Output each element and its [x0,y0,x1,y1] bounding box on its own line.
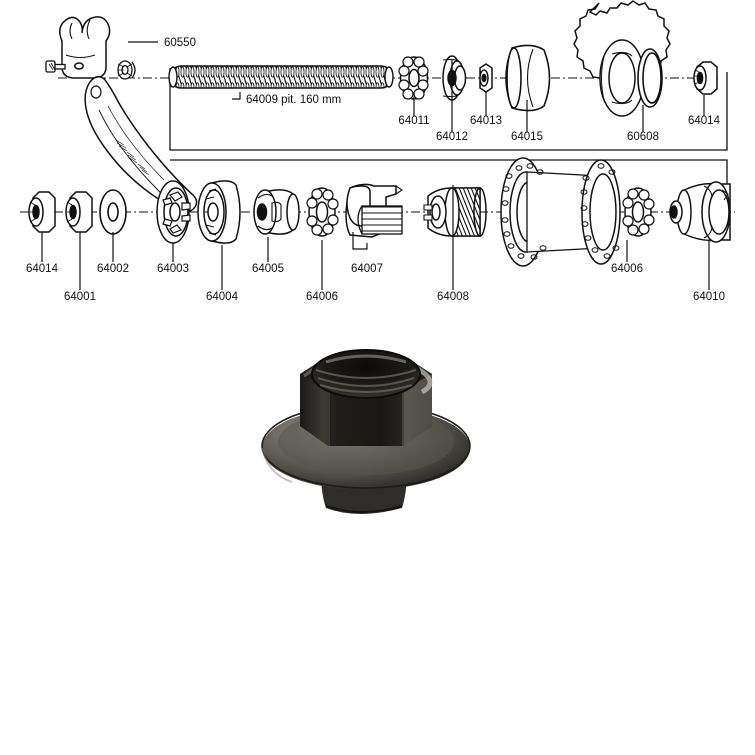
part-64008-ratchet-carrier [423,187,487,237]
part-64011-ball-retainer [398,56,429,100]
part-64001-hex-nut [65,191,93,233]
part-label-64015: 64015 [511,131,543,143]
part-64009-threaded-axle [168,65,394,89]
part-lever-adjuster-nut [117,60,136,80]
part-lever-bolt [45,60,66,73]
part-label-64001: 64001 [64,291,96,303]
part-64007-freehub-body [345,183,403,238]
part-label-64006: 64006 [306,291,338,303]
part-label-64014: 64014 [688,115,721,127]
part-label-64003: 64003 [157,263,189,275]
part-64012-cone [442,55,467,101]
leader-line [232,92,241,100]
part-label-64008: 64008 [437,291,469,303]
part-64014-end-cap-top [693,61,718,95]
part-64004-dust-cover [197,180,241,244]
part-label-64013: 64013 [470,115,502,127]
part-64005-drive-cone [253,189,300,235]
part-64006-ball-retainer-a [306,187,339,237]
part-label-64009: 64009 pit. 160 mm [246,94,341,106]
part-64006-ball-retainer-b [622,187,655,237]
photo-canvas [0,330,755,755]
part-label-60550: 60550 [164,37,196,49]
part-label-64007: 64007 [351,263,383,275]
part-label-64012: 64012 [436,131,468,143]
product-photo [0,330,755,755]
part-64010-cone-assembly [669,181,731,243]
part-hub-shell [500,157,621,267]
part-label-64004: 64004 [206,291,239,303]
part-label-64005: 64005 [252,263,284,275]
part-label-60608: 60608 [627,131,659,143]
part-label-64002: 64002 [97,263,129,275]
part-sprocket-washer [637,48,663,108]
part-64014-flanged-nut [28,191,56,233]
part-64013-lock-nut [479,63,493,93]
part-64002-washer [99,189,127,235]
part-label-64014: 64014 [26,263,59,275]
part-64003-splined-lockring [156,180,191,244]
part-label-64010: 64010 [693,291,725,303]
part-60550-lever-clamp [59,16,111,79]
flanged-hex-cone-nut-top [261,349,471,514]
part-label-64006: 64006 [611,263,643,275]
leader-line [352,232,368,250]
bracket-upper [169,68,728,151]
part-64015-spacer-ring [505,44,551,112]
part-label-64011: 64011 [398,115,429,127]
